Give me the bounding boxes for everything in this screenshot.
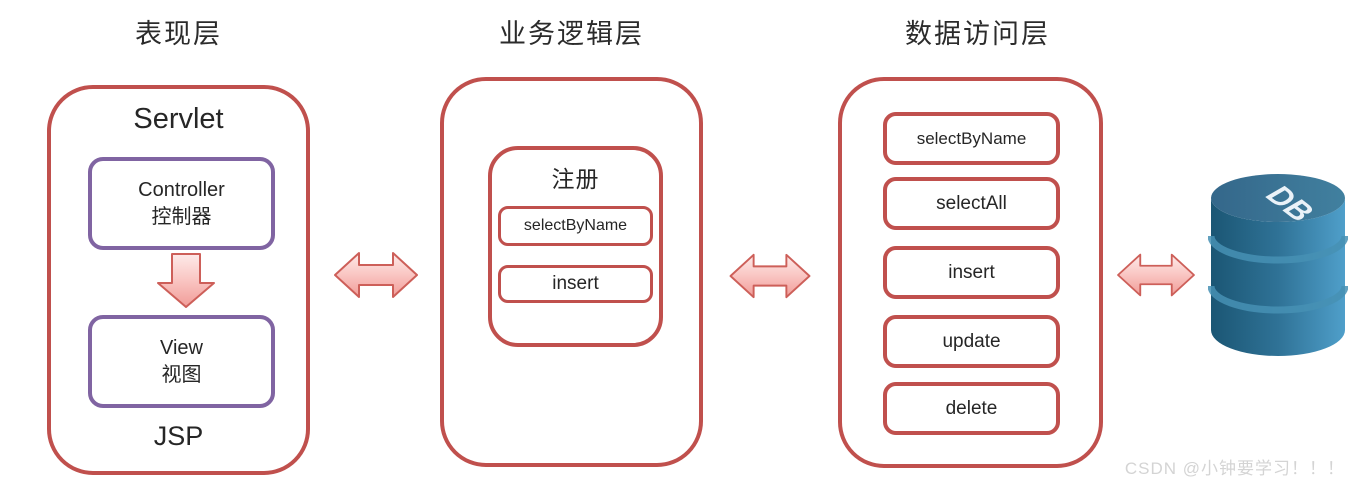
- method-box: delete: [883, 382, 1060, 435]
- presentation-layer-title: 表现层: [135, 19, 222, 49]
- presentation-layer-panel: Servlet Controller 控制器 View 视图 JSP: [47, 85, 310, 475]
- business-layer-title: 业务逻辑层: [499, 19, 644, 49]
- method-box: selectByName: [498, 206, 653, 246]
- view-box: View 视图: [88, 315, 275, 408]
- method-box: selectByName: [883, 112, 1060, 165]
- controller-label-zh: 控制器: [151, 205, 212, 228]
- database-icon: DB: [1208, 174, 1348, 356]
- controller-box: Controller 控制器: [88, 157, 275, 250]
- method-box: insert: [883, 246, 1060, 299]
- data-access-layer-panel: selectByName selectAll insert update del…: [838, 77, 1103, 468]
- left-right-arrow-icon: [729, 253, 811, 299]
- left-right-arrow-icon: [334, 252, 418, 298]
- servlet-label: Servlet: [133, 103, 224, 135]
- left-right-arrow-icon: [1117, 253, 1195, 297]
- method-box: update: [883, 315, 1060, 368]
- data-access-layer-title: 数据访问层: [905, 19, 1050, 49]
- business-layer-panel: 注册 selectByName insert: [440, 77, 703, 467]
- method-box: selectAll: [883, 177, 1060, 230]
- view-label-zh: 视图: [161, 363, 202, 386]
- register-module-box: 注册 selectByName insert: [488, 146, 663, 347]
- down-arrow-icon: [157, 253, 215, 308]
- controller-label-en: Controller: [138, 178, 225, 201]
- register-module-title: 注册: [551, 166, 600, 192]
- method-box: insert: [498, 265, 653, 303]
- jsp-label: JSP: [153, 421, 204, 451]
- view-label-en: View: [160, 336, 203, 359]
- watermark: CSDN @小钟要学习！！！: [1124, 459, 1345, 478]
